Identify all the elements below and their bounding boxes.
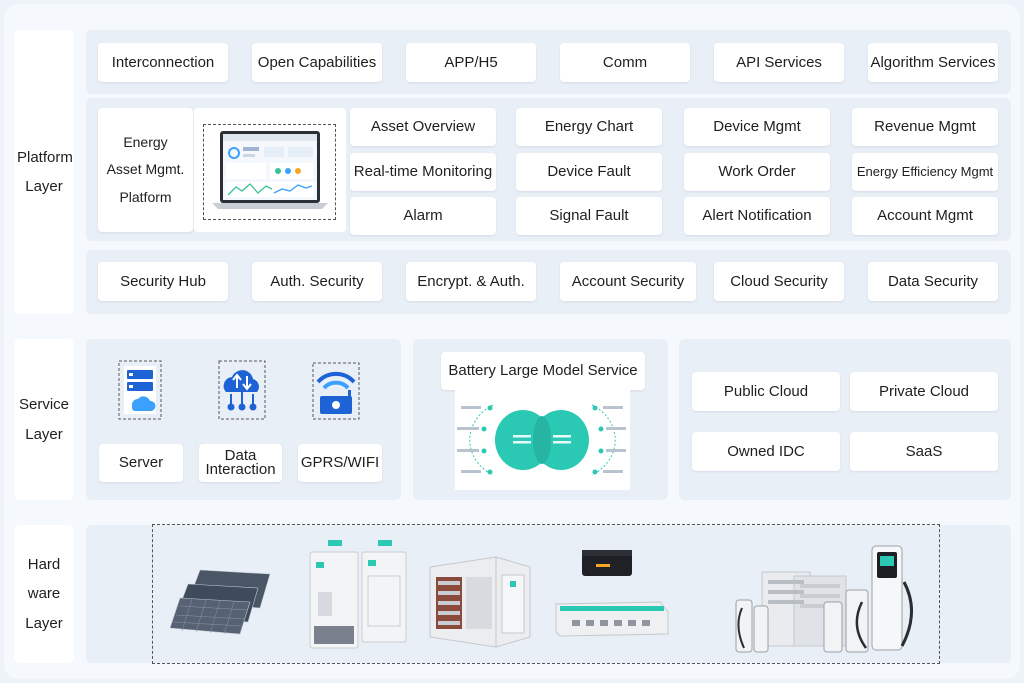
container-storage-image	[429, 556, 531, 648]
cloud-data-icon	[218, 360, 266, 420]
security-label: Encrypt. & Auth.	[417, 272, 525, 290]
module-label: Work Order	[718, 163, 796, 181]
module-label: Alert Notification	[702, 207, 812, 225]
module-label: Signal Fault	[549, 207, 629, 225]
battery-model-diagram	[455, 390, 630, 490]
auth-security: Auth. Security	[252, 262, 382, 301]
deploy-label: Public Cloud	[723, 382, 809, 400]
wifi-router-icon	[312, 362, 360, 420]
battery-model-title: Battery Large Model Service	[441, 352, 645, 390]
deployment-panel	[679, 339, 1011, 500]
deploy-public-cloud: Public Cloud	[692, 372, 840, 411]
module-revenue-mgmt: Revenue Mgmt	[852, 108, 998, 146]
asset-platform-title: Energy Asset Mgmt. Platform	[106, 134, 185, 205]
module-device-mgmt: Device Mgmt	[684, 108, 830, 146]
service-data-interaction: Data Interaction	[199, 444, 282, 482]
service-layer-text: Service Layer	[18, 396, 70, 443]
server-icon	[118, 360, 162, 420]
service-gprs-wifi: GPRS/WIFI	[298, 444, 382, 482]
cloud-security: Cloud Security	[714, 262, 844, 301]
account-security: Account Security	[560, 262, 696, 301]
dashboard-screenshot-card	[194, 108, 346, 232]
top-item-label: Interconnection	[111, 53, 215, 71]
storage-units-image	[555, 550, 669, 637]
service-item-label: Server	[118, 454, 164, 472]
module-work-order: Work Order	[684, 153, 830, 191]
top-item-interconnection: Interconnection	[98, 43, 228, 82]
top-item-api-services: API Services	[714, 43, 844, 82]
module-device-fault: Device Fault	[516, 153, 662, 191]
top-item-algorithm-services: Algorithm Services	[868, 43, 998, 82]
platform-security-panel	[86, 250, 1011, 314]
module-label: Asset Overview	[370, 118, 476, 136]
module-real-time-monitoring: Real-time Monitoring	[350, 153, 496, 191]
service-server: Server	[99, 444, 183, 482]
battery-cabinets-image	[309, 540, 407, 649]
ev-chargers-image	[735, 545, 914, 653]
top-item-comm: Comm	[560, 43, 690, 82]
module-energy-chart: Energy Chart	[516, 108, 662, 146]
module-signal-fault: Signal Fault	[516, 197, 662, 235]
top-item-app-h5: APP/H5	[406, 43, 536, 82]
module-label: Real-time Monitoring	[353, 163, 493, 181]
hardware-dashed-outline	[152, 524, 940, 664]
deploy-owned-idc: Owned IDC	[692, 432, 840, 471]
module-alarm: Alarm	[350, 197, 496, 235]
module-account-mgmt: Account Mgmt	[852, 197, 998, 235]
top-item-label: Open Capabilities	[257, 53, 377, 71]
asset-platform-card: Energy Asset Mgmt. Platform	[98, 108, 193, 232]
module-alert-notification: Alert Notification	[684, 197, 830, 235]
top-item-label: Comm	[602, 53, 648, 71]
deploy-label: Private Cloud	[878, 382, 970, 400]
module-energy-efficiency-mgmt: Energy Efficiency Mgmt	[852, 153, 998, 191]
deploy-label: SaaS	[905, 442, 943, 460]
service-item-label: Data Interaction	[205, 447, 276, 478]
platform-layer-label: Platform Layer	[14, 30, 74, 314]
module-label: Revenue Mgmt	[874, 118, 976, 136]
module-label: Device Mgmt	[713, 118, 801, 136]
screenshot-dashed-outline	[203, 124, 336, 220]
hardware-layer-text: Hard ware Layer	[25, 556, 63, 632]
module-label: Account Mgmt	[877, 207, 973, 225]
module-label: Device Fault	[547, 163, 631, 181]
top-item-label: APP/H5	[444, 53, 498, 71]
deploy-label: Owned IDC	[727, 442, 805, 460]
top-item-open-capabilities: Open Capabilities	[252, 43, 382, 82]
security-label: Account Security	[571, 272, 685, 290]
hardware-layer-label: Hard ware Layer	[14, 525, 74, 663]
security-label: Data Security	[887, 272, 979, 290]
deploy-private-cloud: Private Cloud	[850, 372, 998, 411]
module-label: Energy Efficiency Mgmt	[856, 164, 994, 180]
service-layer-label: Service Layer	[14, 339, 74, 500]
security-label: Auth. Security	[270, 272, 364, 290]
battery-model-title-text: Battery Large Model Service	[448, 362, 638, 380]
platform-layer-text: Platform Layer	[17, 148, 73, 195]
deploy-saas: SaaS	[850, 432, 998, 471]
security-hub: Security Hub	[98, 262, 228, 301]
security-label: Security Hub	[120, 272, 206, 290]
encrypt-and-auth: Encrypt. & Auth.	[406, 262, 536, 301]
module-label: Alarm	[403, 207, 443, 225]
top-item-label: Algorithm Services	[870, 53, 996, 71]
top-item-label: API Services	[736, 53, 822, 71]
data-security: Data Security	[868, 262, 998, 301]
service-item-label: GPRS/WIFI	[300, 454, 380, 472]
module-asset-overview: Asset Overview	[350, 108, 496, 146]
platform-top-panel	[86, 30, 1011, 94]
security-label: Cloud Security	[730, 272, 828, 290]
module-label: Energy Chart	[544, 118, 634, 136]
solar-panels-image	[170, 569, 271, 635]
laptop-dashboard-illustration	[212, 131, 328, 209]
